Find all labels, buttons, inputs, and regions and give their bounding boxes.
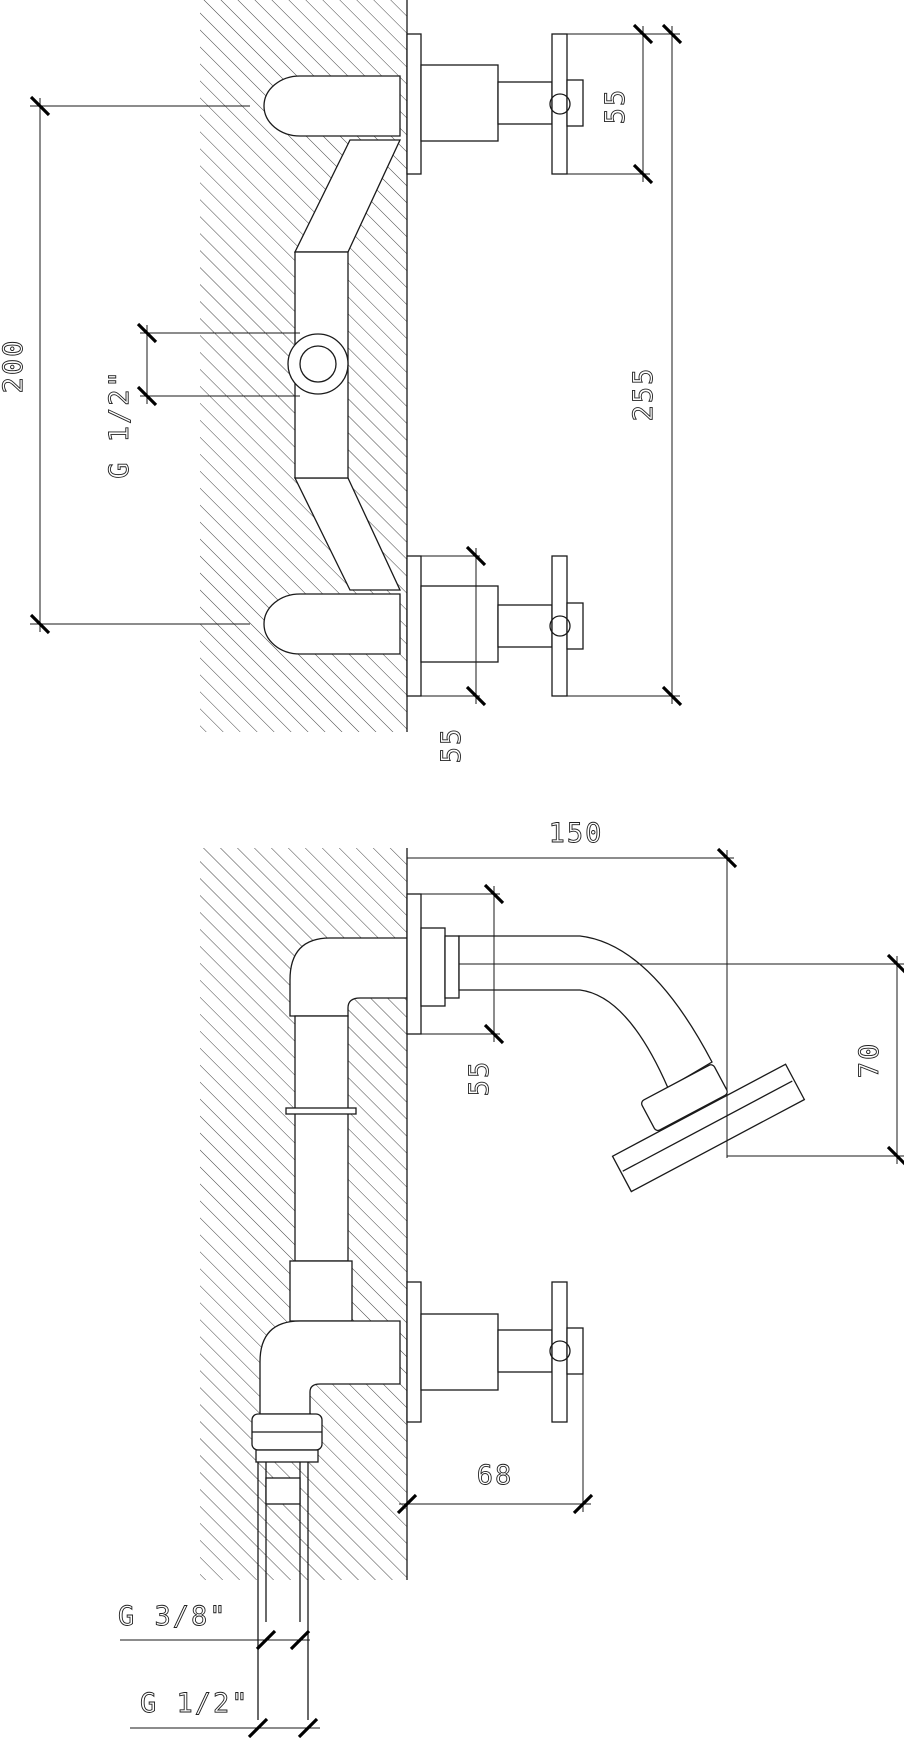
riser-fitting <box>289 1260 353 1322</box>
side-valve-stem <box>497 1329 553 1373</box>
dim-handle-height <box>567 23 654 185</box>
upper-handle-screw <box>549 93 571 115</box>
label-valve-spacing: 255 <box>628 367 659 422</box>
dim-head-height <box>459 953 904 1166</box>
center-inlet-outer <box>287 333 349 395</box>
label-projection: 150 <box>549 818 604 849</box>
label-flange-depth-side: 55 <box>464 1060 495 1097</box>
center-inlet-inner <box>299 345 337 383</box>
label-outlet-spacing: 200 <box>0 339 29 394</box>
label-inlet-large: G 1/2" <box>140 1688 250 1719</box>
dim-flange-depth-top <box>406 545 487 715</box>
upper-valve-body <box>420 64 499 142</box>
upper-flange <box>406 33 422 175</box>
side-handle-knob <box>566 1327 584 1375</box>
shower-flange <box>406 893 422 1035</box>
lower-outlet-elbow <box>263 593 401 655</box>
side-view: 150 70 55 68 G 3/8" G 1/2" <box>118 818 904 1738</box>
top-view: 255 55 200 G 1/2" 55 <box>0 0 683 764</box>
label-handle-height: 55 <box>600 88 631 125</box>
side-cross-handle <box>551 1281 568 1423</box>
inlet-nut-base <box>255 1449 319 1463</box>
dim-projection <box>407 847 738 1158</box>
dim-handle-projection <box>396 1374 594 1515</box>
lower-handle-knob <box>566 602 584 650</box>
lower-valve-body <box>420 585 499 663</box>
side-handle-screw <box>549 1340 571 1362</box>
dim-inlet-small <box>120 1629 311 1651</box>
upper-handle-knob <box>566 79 584 127</box>
label-handle-projection: 68 <box>477 1460 514 1491</box>
label-head-height: 70 <box>854 1042 885 1079</box>
label-center-thread: G 1/2" <box>104 369 135 479</box>
lower-valve-stem <box>497 604 553 648</box>
upper-valve-stem <box>497 81 553 125</box>
inlet-sleeve <box>265 1477 301 1505</box>
label-flange-depth-top: 55 <box>436 727 467 764</box>
dim-valve-spacing <box>567 23 683 707</box>
shower-arm <box>458 935 713 1089</box>
riser-pipe <box>294 1015 349 1262</box>
dim-flange-depth-side <box>421 883 505 1045</box>
shower-head <box>611 1063 806 1193</box>
lower-cross-handle <box>551 555 568 697</box>
dim-outlet-spacing <box>29 95 250 635</box>
dim-inlet-large <box>130 1717 320 1738</box>
upper-cross-handle <box>551 33 568 175</box>
upper-outlet-elbow <box>263 75 401 137</box>
shower-arm-collar <box>420 927 446 1007</box>
lower-handle-screw <box>549 615 571 637</box>
label-inlet-small: G 3/8" <box>118 1601 228 1632</box>
shower-arm-base <box>444 935 460 999</box>
dim-center-thread <box>136 322 300 407</box>
lower-flange <box>406 555 422 697</box>
shower-head-neck <box>641 1064 728 1132</box>
side-flange <box>406 1281 422 1423</box>
side-valve-body <box>420 1313 499 1391</box>
riser-joint <box>285 1107 357 1115</box>
